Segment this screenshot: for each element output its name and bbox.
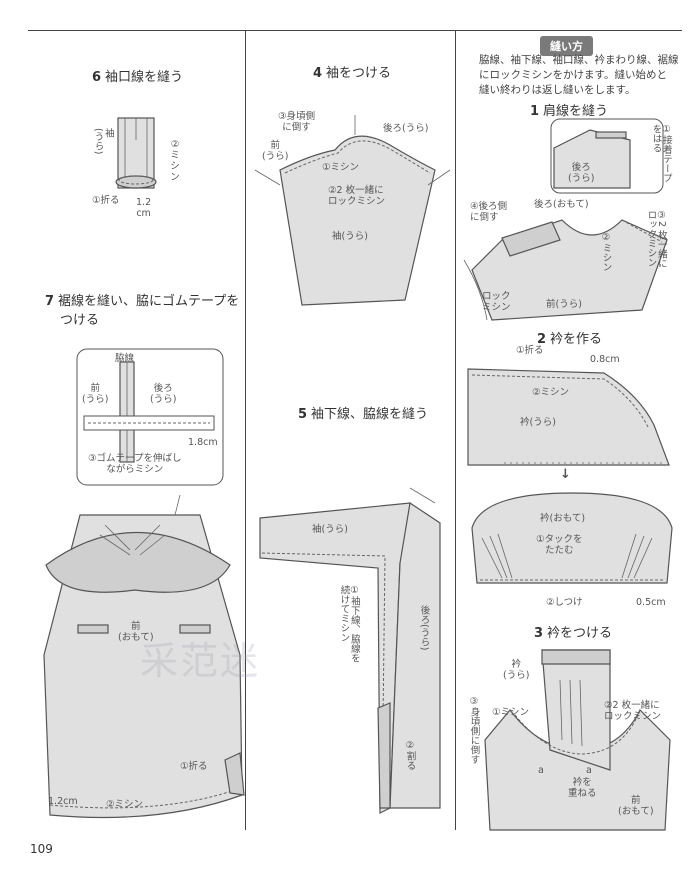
step5-back-label: 後ろ(うら)	[418, 605, 430, 651]
step4-back-label: 後ろ(うら)	[383, 123, 429, 134]
step5-seam-label: ①袖下線、脇線を 続けてミシン	[338, 585, 360, 663]
step2-baste-width-label: 0.5cm	[636, 597, 666, 608]
step4-front-label: 前 (うら)	[262, 140, 289, 162]
step7-hem-width-label: 1.2cm	[48, 796, 78, 807]
step2-collar-diagram	[467, 368, 670, 466]
step3-a1-label: a	[538, 765, 544, 776]
step6-sleeve-label: 袖 (うら)	[92, 128, 114, 155]
step6-machine-label: ②ミシン	[170, 139, 180, 183]
step1-front-label: 前(うら)	[546, 299, 582, 310]
step4-sleeve-label: 袖(うら)	[332, 231, 368, 242]
inset-back-label: 後ろ (うら)	[150, 383, 177, 405]
step1-shoulder-diagram	[463, 219, 668, 321]
step1-bodice-side-label: ④後ろ側 に倒す	[470, 201, 508, 223]
step5-sleeve-label: 袖(うら)	[312, 524, 348, 535]
step1-shoulder-inset	[550, 118, 664, 194]
step3-a2-label: a	[586, 765, 592, 776]
step4-sleeve-attach-diagram	[254, 115, 451, 306]
sewing-method-badge: 縫い方	[540, 36, 593, 56]
page-number: 109	[30, 842, 53, 856]
step2-machine-label: ②ミシン	[532, 387, 570, 398]
step4-bodice-side-label: ③身頃側 に倒す	[278, 111, 316, 133]
top-border	[28, 30, 682, 31]
step6-fold-label: ①折る	[92, 195, 120, 206]
step7-heading-line2: つける	[60, 313, 100, 328]
column-divider-1	[245, 30, 246, 830]
step4-machine-label: ①ミシン	[322, 162, 360, 173]
step2-arrow: ↓	[560, 467, 571, 482]
inset-width-label: 1.8cm	[188, 437, 218, 448]
step2-baste-label: ②しつけ	[546, 597, 583, 608]
step2-collar-label: 衿(うら)	[520, 417, 556, 428]
step2-fold-label: ①折る	[516, 345, 544, 356]
step7-fold-label: ①折る	[180, 761, 208, 772]
step1-overlock-label: ③2 枚一緒に ロックミシン	[645, 210, 667, 269]
watermark: 采范迷	[140, 639, 261, 683]
step5-split-label: ②割る	[404, 740, 416, 770]
step7-machine-label: ②ミシン	[106, 799, 144, 810]
step3-machine-label: ①ミシン	[492, 707, 530, 718]
step1-lock-label: ロック ミシン	[482, 291, 511, 313]
column-divider-2	[455, 30, 456, 830]
inset-front-label: 前 (うら)	[82, 383, 109, 405]
step3-collar-label: 衿 (うら)	[503, 659, 530, 681]
step4-overlock-label: ②2 枚一緒に ロックミシン	[328, 185, 386, 207]
step6-sleeve-cuff-diagram	[115, 117, 157, 189]
step1-tape-label: ①接着テープ をはる	[650, 124, 672, 183]
step3-front-label: 前 (おもて)	[618, 795, 654, 817]
step7-front-label: 前 (おもて)	[118, 621, 154, 643]
step7-elastic-inset	[76, 348, 224, 486]
step1-back-top-label: 後ろ (うら)	[568, 162, 595, 184]
step6-width-label: 1.2 cm	[136, 197, 152, 219]
sewing-description: 脇線、袖下線、袖口線、衿まわり線、裾線 にロックミシンをかけます。縫い始めと 縫…	[479, 54, 679, 96]
step1-machine-label: ②ミシン	[600, 232, 612, 272]
step3-overlap-label: 衿を 重ねる	[568, 777, 597, 799]
step3-collar-attach-diagram	[484, 649, 671, 831]
step2-tuck-diagram	[471, 492, 673, 584]
step2-collar-omote-label: 衿(おもて)	[540, 513, 586, 524]
step3-bodice-side-label: ③身頃側に倒す	[468, 696, 480, 764]
step2-tuck-label: ①タックを たたむ	[536, 534, 583, 556]
inset-side-line-label: 脇線	[115, 353, 135, 364]
inset-elastic-label: ③ゴムテープを伸ばし ながらミシン	[88, 453, 182, 475]
step1-back-omote-label: 後ろ(おもて)	[534, 199, 589, 210]
step3-overlock-label: ②2 枚一緒に ロックミシン	[604, 700, 662, 722]
step5-side-seam-diagram	[259, 487, 441, 814]
step7-dress-diagram	[43, 494, 245, 819]
step2-width-label: 0.8cm	[590, 354, 620, 365]
